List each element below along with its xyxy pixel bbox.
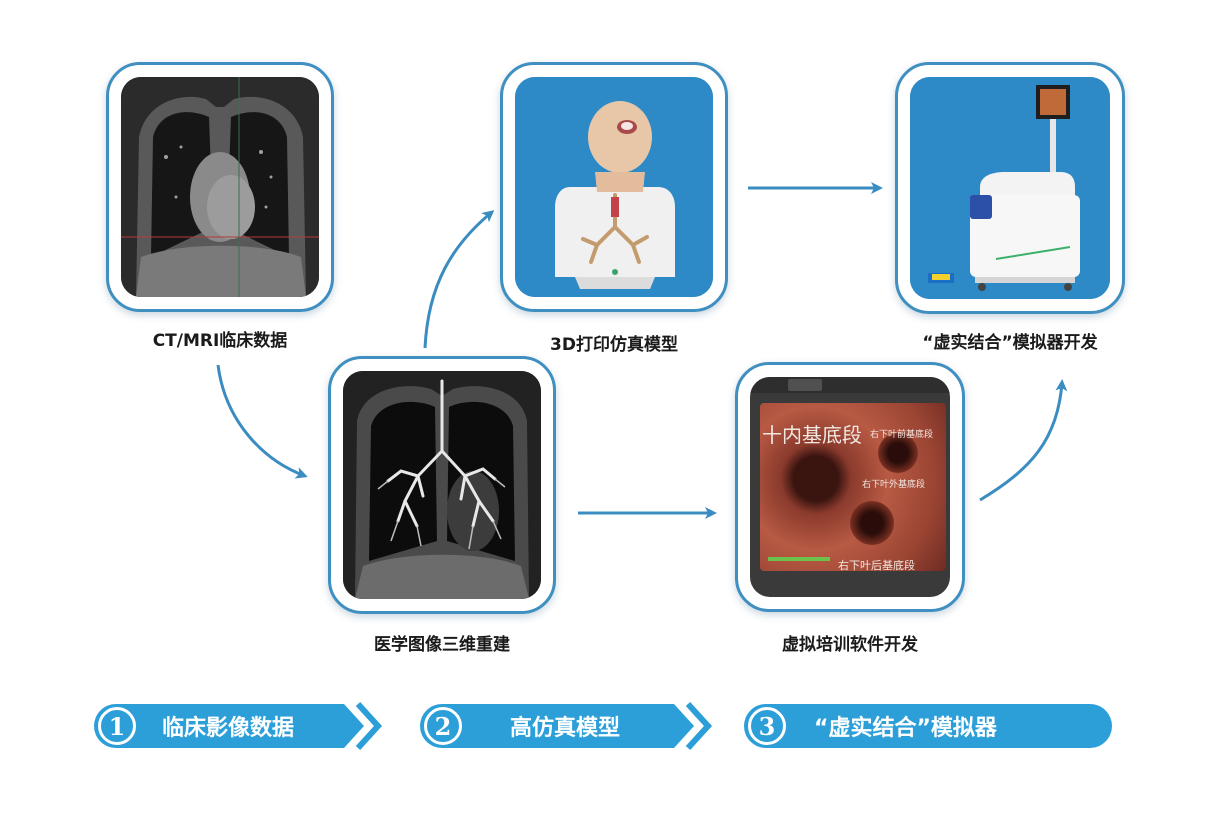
- print3d-card: [500, 62, 728, 312]
- vr-progress-bar: [768, 557, 830, 561]
- vr-overlay-3: 右下叶后基底段: [838, 557, 915, 573]
- step-1-pill: 1 临床影像数据: [94, 704, 344, 748]
- print3d-label: 3D打印仿真模型: [500, 330, 728, 355]
- recon-image: [343, 371, 541, 599]
- step-2-number: 2: [424, 707, 462, 745]
- step-1-number: 1: [98, 707, 136, 745]
- vr-card: 十内基底段 右下叶前基底段 右下叶外基底段 右下叶后基底段: [735, 362, 965, 612]
- arrow-ct-to-recon: [218, 365, 305, 476]
- vr-overlay-1: 右下叶前基底段: [870, 427, 933, 440]
- vr-label: 虚拟培训软件开发: [735, 630, 965, 655]
- recon-label: 医学图像三维重建: [328, 630, 556, 655]
- ct-label: CT/MRI临床数据: [106, 326, 334, 351]
- sim-label: “虚实结合”模拟器开发: [880, 328, 1140, 353]
- step-1-text: 临床影像数据: [162, 710, 294, 742]
- step-2-chevron-icon: [674, 700, 714, 752]
- vr-software-screenshot: 十内基底段 右下叶前基底段 右下叶外基底段 右下叶后基底段: [750, 377, 950, 597]
- ct-scan-image: [121, 77, 319, 297]
- step-1-chevron-icon: [344, 700, 384, 752]
- ct-card: [106, 62, 334, 312]
- recon-card: [328, 356, 556, 614]
- vr-overlay-2: 右下叶外基底段: [862, 477, 925, 490]
- print3d-image: [515, 77, 713, 297]
- step-3-pill: 3 “虚实结合”模拟器: [744, 704, 1112, 748]
- step-3-text: “虚实结合”模拟器: [814, 710, 997, 742]
- vr-overlay-big: 十内基底段: [762, 419, 862, 448]
- step-2-pill: 2 高仿真模型: [420, 704, 674, 748]
- step-3-number: 3: [748, 707, 786, 745]
- arrow-recon-to-print: [425, 212, 492, 348]
- arrow-vr-to-sim: [980, 382, 1062, 500]
- vr-tab-bar: [750, 377, 950, 393]
- simulator-image: [910, 77, 1110, 299]
- sim-card: [895, 62, 1125, 314]
- step-2-text: 高仿真模型: [510, 710, 620, 742]
- vr-tab: [788, 379, 822, 391]
